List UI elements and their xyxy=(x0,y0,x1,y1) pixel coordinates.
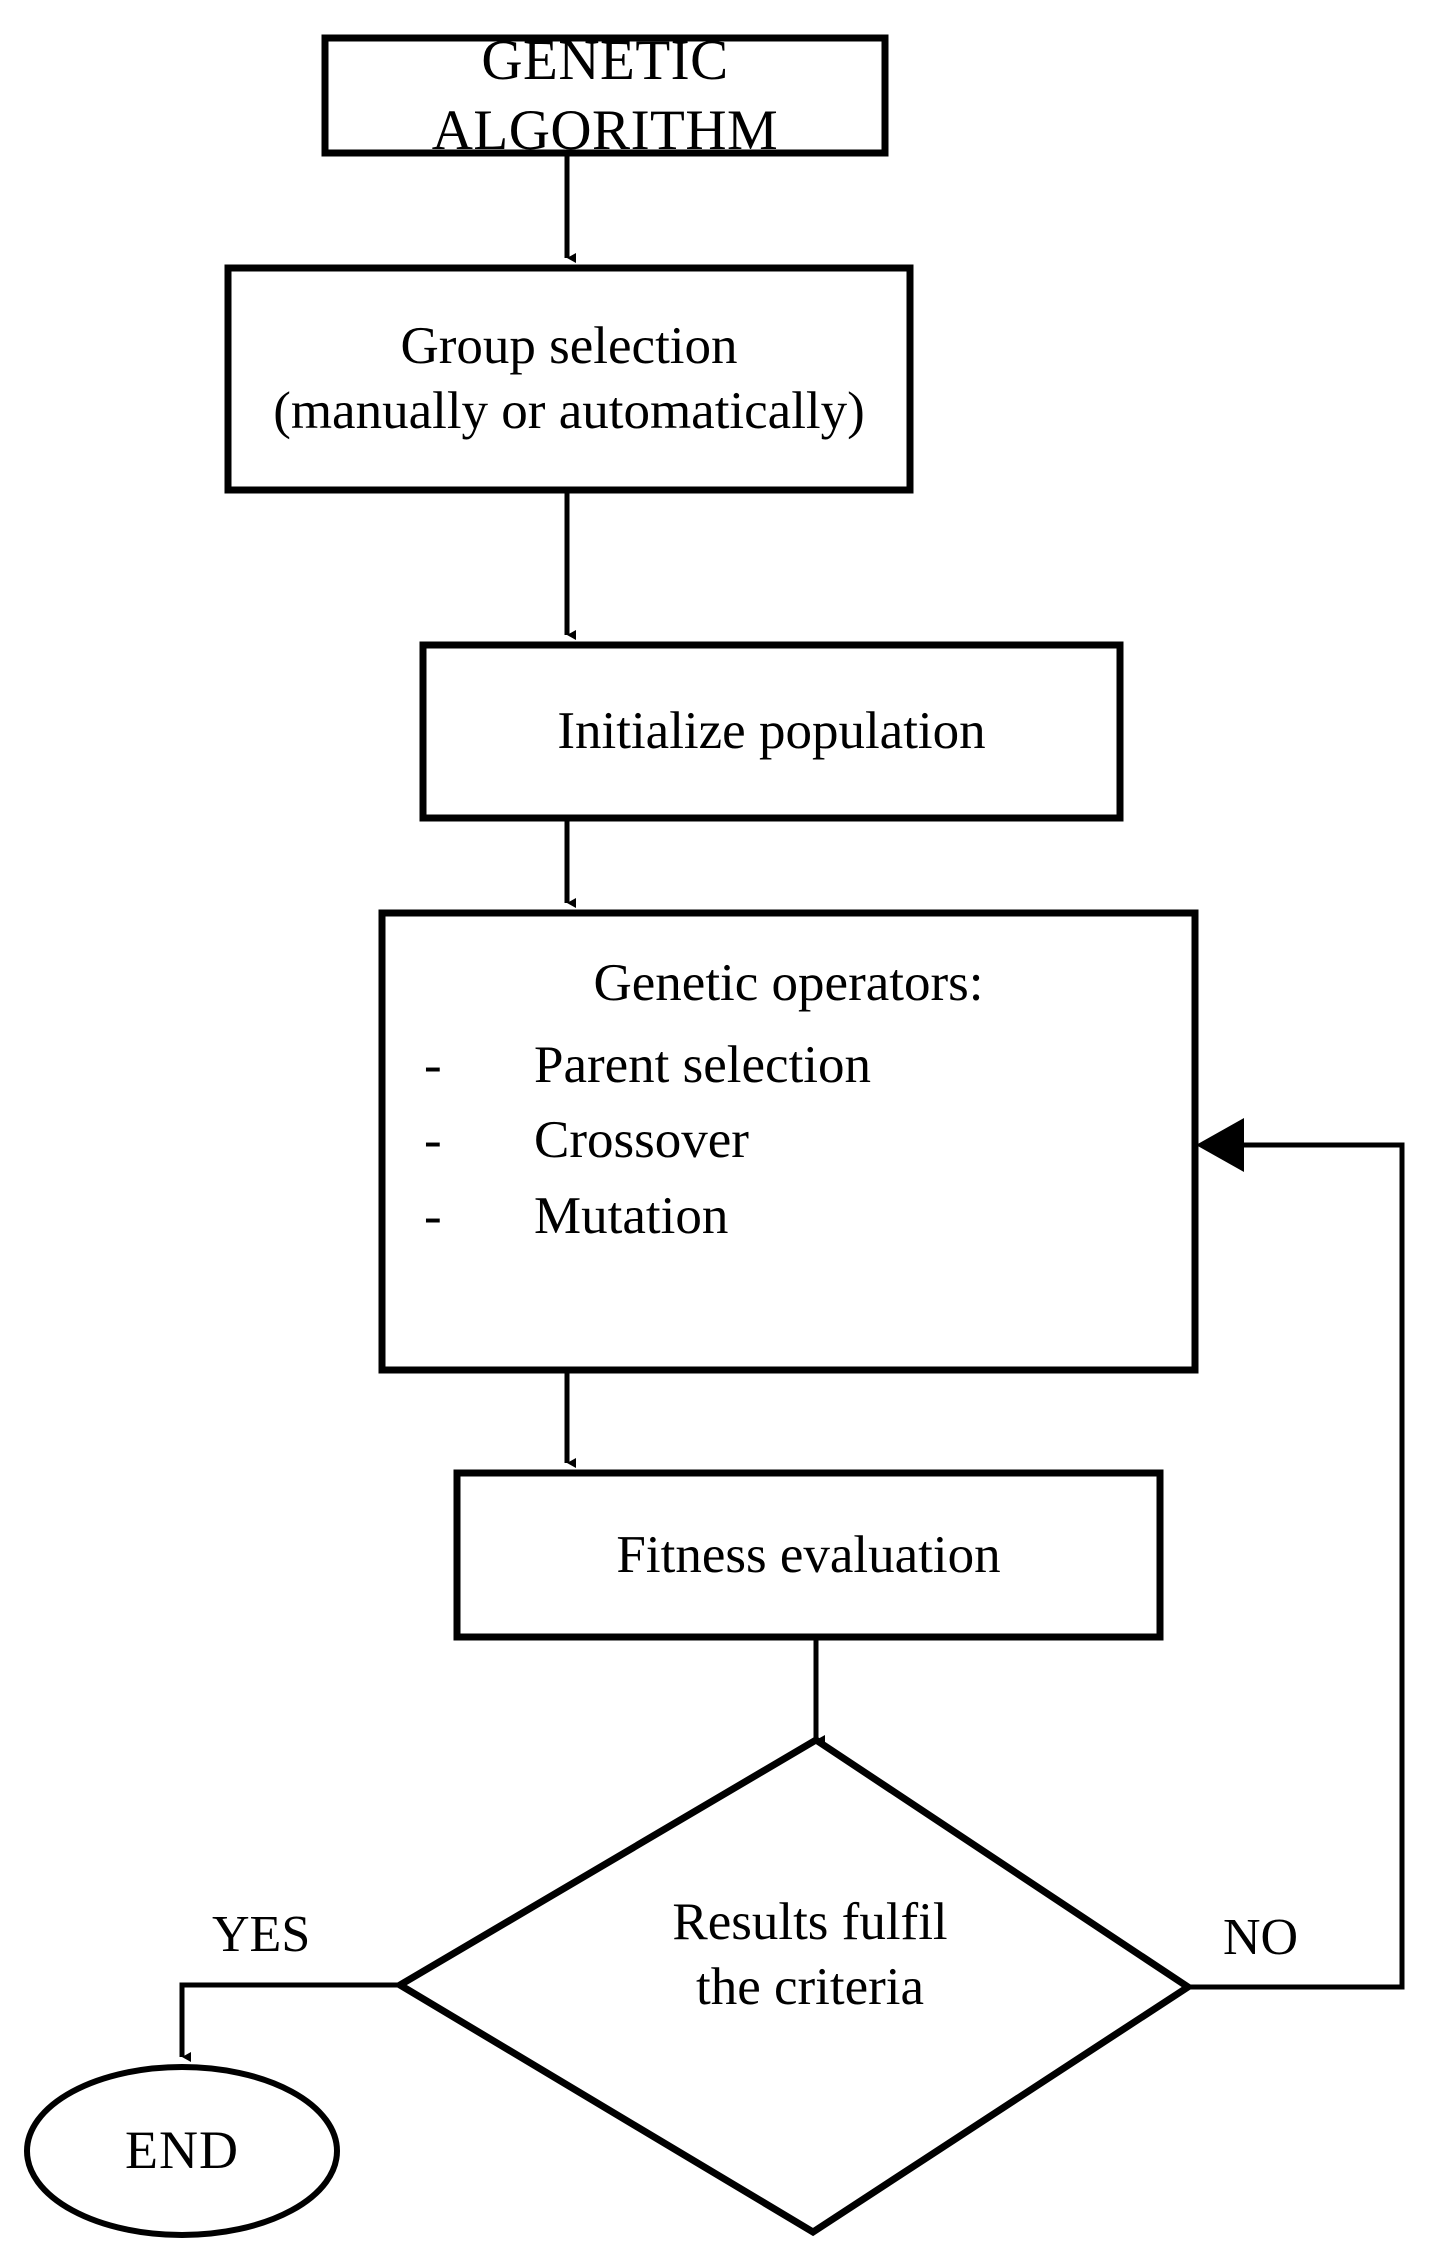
node-fitness-shape xyxy=(453,1469,1164,1641)
node-decision-shape xyxy=(393,1735,1195,2237)
node-operators-shape xyxy=(378,909,1199,1374)
edge-decision-no-arrowhead xyxy=(1196,1118,1244,1172)
edge-decision-yes-to-end xyxy=(179,1982,400,2062)
node-start-shape xyxy=(321,34,889,157)
node-initialize-shape xyxy=(419,641,1124,822)
node-group-selection-shape xyxy=(224,264,914,494)
edge-decision-no-to-operators xyxy=(1188,1142,1405,1990)
node-end-shape xyxy=(24,2064,340,2238)
